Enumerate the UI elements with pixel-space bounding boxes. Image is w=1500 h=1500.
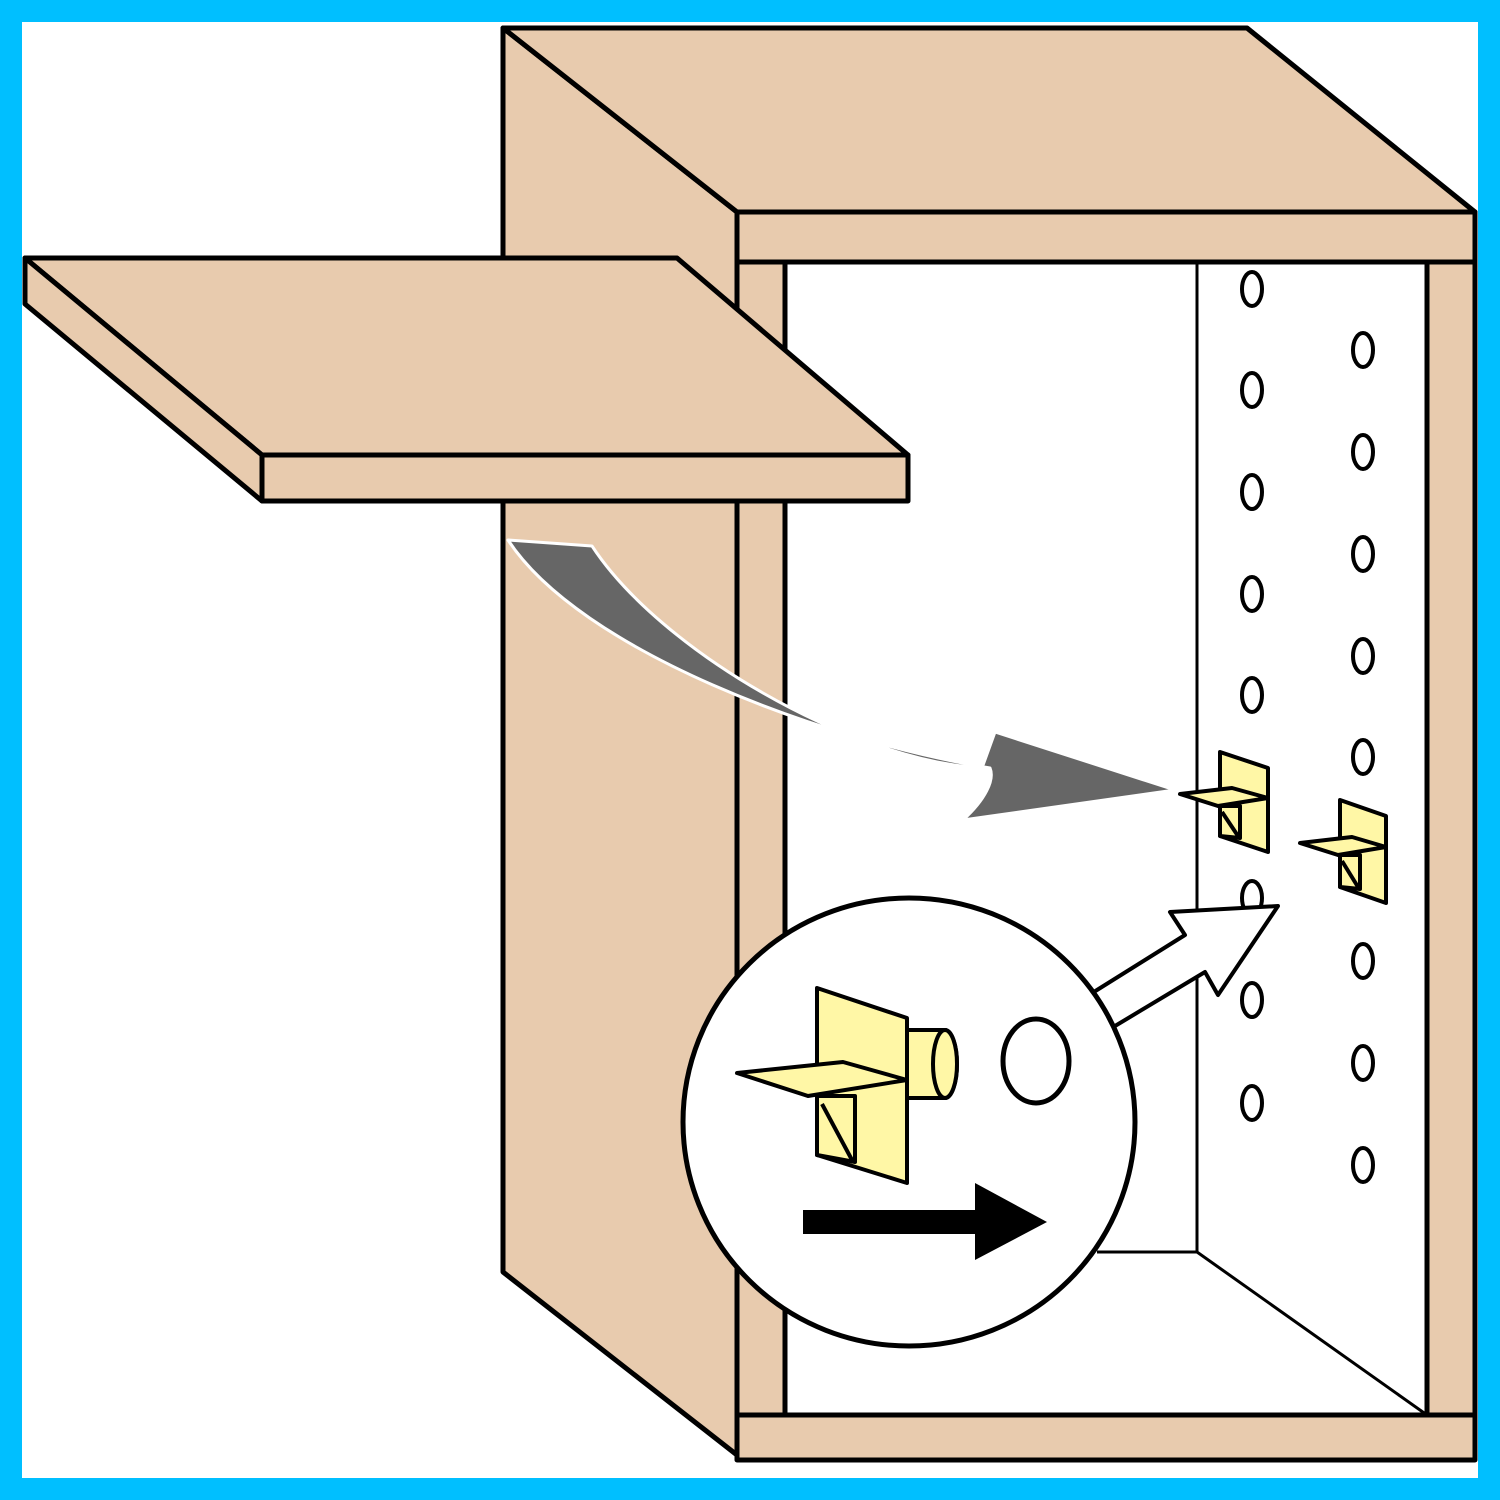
- hole-column-front: [1240, 270, 1264, 1122]
- insert-arrow-shaft: [803, 1210, 978, 1234]
- left-panel-outer-face: [500, 25, 740, 1458]
- pin-hole-front-4: [1240, 575, 1264, 613]
- shelf-support-installed-1: [1178, 750, 1270, 854]
- pin-hole-back-5: [1351, 738, 1375, 776]
- pin-hole-front-5: [1240, 676, 1264, 714]
- pin-hole-front-1: [1240, 270, 1264, 308]
- pin-hole-front-9: [1240, 1084, 1264, 1122]
- pin-hole-back-1: [1351, 331, 1375, 369]
- top-panel-front-edge: [734, 209, 1478, 265]
- pin-hole-back-8: [1351, 1044, 1375, 1082]
- insert-direction-arrow: [803, 1183, 1047, 1260]
- hole-column-back: [1351, 331, 1375, 1184]
- pin-hole-front-8: [1240, 981, 1264, 1019]
- bottom-panel-front-edge: [734, 1412, 1478, 1463]
- outline-arrow: [1087, 904, 1280, 1034]
- pin-hole-back-4: [1351, 637, 1375, 675]
- shelf-support-installed-2: [1298, 798, 1388, 905]
- right-panel-front-edge: [1424, 259, 1478, 1418]
- cabinet-bottom-panel: [734, 1412, 1478, 1463]
- insert-arrow-head: [975, 1183, 1047, 1260]
- cabinet-right-panel: [1424, 259, 1478, 1418]
- interior-floor-diagonal: [1196, 1250, 1428, 1417]
- magnifier-detail: [680, 895, 1138, 1349]
- pin-hole-back-9: [1351, 1146, 1375, 1184]
- pin-hole-back-7: [1351, 942, 1375, 980]
- support-ledge: [735, 1060, 909, 1098]
- cabinet-interior: [1097, 262, 1428, 1417]
- support-1-ledge: [1178, 786, 1270, 808]
- support-2-gusset-line: [1340, 859, 1360, 889]
- curved-arrow: [506, 538, 1177, 822]
- pin-hole-back-3: [1351, 535, 1375, 573]
- shelf-front-edge: [259, 452, 911, 504]
- cabinet-top-panel: [500, 25, 1478, 265]
- pin-hole-front-3: [1240, 473, 1264, 511]
- support-1-gusset-line: [1220, 810, 1240, 838]
- pin-hole-front-2: [1240, 371, 1264, 409]
- support-gusset-line: [820, 1103, 854, 1161]
- support-detail: [735, 986, 959, 1185]
- magnified-hole: [1000, 1016, 1072, 1106]
- shelf-board: [22, 255, 911, 504]
- support-pin-tip: [931, 1028, 959, 1100]
- pin-hole-back-2: [1351, 433, 1375, 471]
- support-2-ledge: [1298, 835, 1388, 857]
